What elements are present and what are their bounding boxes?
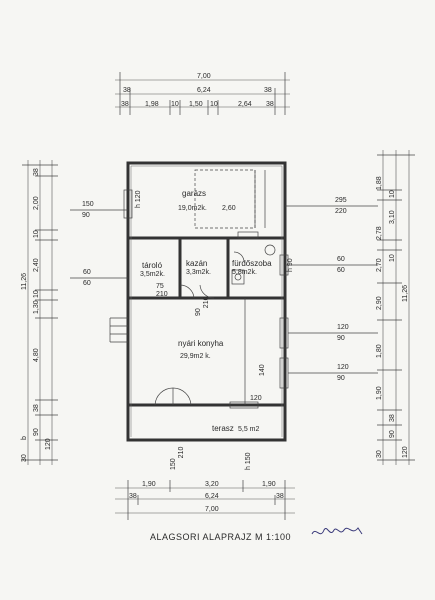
building-walls: [126, 161, 287, 442]
dim-right-seg-7: 2,90: [376, 296, 383, 310]
signature-scribble: [311, 527, 363, 535]
left-dimension-chain: 11,26 38 2,00 10 2,40 10 1,30 4,80 38 90…: [21, 160, 58, 465]
room-kitchen-area: 29,9m2 k.: [180, 353, 211, 360]
dim-left-seg-8: 38: [33, 404, 40, 412]
window-right-1-bottom: 90: [337, 335, 345, 342]
dim-right-seg-11: 90: [389, 430, 396, 438]
garage-window-top: 295: [335, 197, 347, 204]
dim-left-seg-6: 1,30: [33, 300, 40, 314]
h90-label: h 90: [287, 258, 294, 272]
dim-left-seg-7: 4,80: [33, 348, 40, 362]
h120-label: h 120: [135, 190, 142, 208]
window-right-2-bottom: 90: [337, 375, 345, 382]
window-right-1-top: 120: [337, 324, 349, 331]
dim-right-seg-4: 2,78: [376, 226, 383, 240]
dim-top-seg-3: 10: [171, 101, 179, 108]
door-label-120: 120: [250, 395, 262, 402]
garage-window-bottom: 220: [335, 208, 347, 215]
dim-right-seg-3: 3,10: [389, 210, 396, 224]
h140-label: 140: [259, 364, 266, 376]
room-boiler-name: kazán: [186, 259, 207, 268]
room-terrace-area: 5,5 m2: [238, 426, 260, 433]
room-bathroom-name: fürdőszoba: [232, 259, 272, 268]
dim-bottom-right-38: 38: [276, 493, 284, 500]
dim-left-seg-5: 10: [33, 290, 40, 298]
room-boiler-area: 3,3m2k.: [186, 269, 211, 276]
room-labels: garázs 19,0m2k. 2,60 tároló 3,5m2k. kazá…: [140, 189, 272, 433]
garage-car-outline: [194, 169, 266, 229]
door-label-90-210: 90210: [195, 296, 210, 316]
room-bathroom-area: 5,8m2k.: [232, 269, 257, 276]
room-kitchen-name: nyári konyha: [178, 339, 224, 348]
room-garage-area: 19,0m2k.: [178, 205, 207, 212]
bottom-dimension-chain: 1,90 3,20 1,90 38 6,24 38 7,00: [115, 480, 295, 520]
dim-right-seg-9: 1,90: [376, 386, 383, 400]
dim-right-overall: 11,26: [402, 285, 409, 302]
room-storage-area: 3,5m2k.: [140, 271, 165, 278]
dim-left-seg-10: b: [21, 436, 28, 440]
door-swings: [154, 251, 245, 406]
dim-top-left-38: 38: [123, 87, 131, 94]
opening-leaders: [70, 205, 378, 374]
dim-top-seg-1: 38: [121, 101, 129, 108]
dim-top-seg-7: 38: [266, 101, 274, 108]
garage-door-top: 150: [82, 201, 94, 208]
dim-bottom-seg-2: 3,20: [205, 481, 219, 488]
dim-left-seg-12: 120: [45, 438, 52, 450]
room-garage-name: garázs: [182, 189, 206, 198]
dim-left-seg-3: 10: [33, 230, 40, 238]
kazan-door-top: 60: [83, 269, 91, 276]
room-garage-extra: 2,60: [222, 205, 236, 212]
external-stairs: [109, 317, 128, 343]
room-terrace-name: terasz: [212, 424, 234, 433]
dim-left-seg-9: 90: [33, 428, 40, 436]
right-dimension-chain: 1,88 10 3,10 2,78 2,70 10 2,90 1,80 1,90…: [376, 150, 415, 465]
dim-bottom-seg-1: 1,90: [142, 481, 156, 488]
window-right-2-top: 120: [337, 364, 349, 371]
furdo-window-bottom: 60: [337, 267, 345, 274]
dim-top-seg-4: 1,50: [189, 101, 203, 108]
dim-left-seg-1: 38: [33, 168, 40, 176]
dim-left-seg-11: 30: [21, 454, 28, 462]
bathroom-fixtures: [231, 244, 276, 285]
dim-right-seg-2: 10: [389, 190, 396, 198]
top-dimension-chain: 7,00 38 6,24 38 38 1,98 10 1,50 10 2,64 …: [115, 72, 290, 115]
dim-right-seg-13: 120: [402, 446, 409, 458]
dim-top-right-38: 38: [264, 87, 272, 94]
dim-left-seg-2: 2,00: [33, 196, 40, 210]
dim-right-seg-10: 38: [389, 414, 396, 422]
furdo-window-top: 60: [337, 256, 345, 263]
room-storage-name: tároló: [142, 261, 163, 270]
dim-bottom-overall: 7,00: [205, 506, 219, 513]
dim-top-overall: 7,00: [197, 73, 211, 80]
dim-top-seg-6: 2,64: [238, 101, 252, 108]
dim-right-seg-1: 1,88: [376, 176, 383, 190]
dim-bottom-seg-3: 1,90: [262, 481, 276, 488]
dim-bottom-inner: 6,24: [205, 493, 219, 500]
kazan-door-bottom: 60: [83, 280, 91, 287]
plan-caption: ALAGSORI ALAPRAJZ M 1:100: [150, 532, 291, 542]
dim-left-seg-4: 2,40: [33, 258, 40, 272]
h150-label: h 150: [245, 452, 252, 470]
garage-door-bottom: 90: [82, 212, 90, 219]
dim-right-seg-5: 2,70: [376, 258, 383, 272]
door-label-150-210: 150210: [170, 447, 185, 470]
dim-right-seg-6: 10: [389, 254, 396, 262]
dim-top-seg-2: 1,98: [145, 101, 159, 108]
dim-right-seg-12: 30: [376, 450, 383, 458]
dim-right-seg-8: 1,80: [376, 344, 383, 358]
opening-labels: 150 90 60 60 295 220 60 60 120 90 120 90…: [82, 190, 349, 470]
dim-top-seg-5: 10: [210, 101, 218, 108]
dim-left-overall: 11,26: [21, 273, 28, 290]
dim-top-inner: 6,24: [197, 87, 211, 94]
dim-bottom-left-38: 38: [129, 493, 137, 500]
